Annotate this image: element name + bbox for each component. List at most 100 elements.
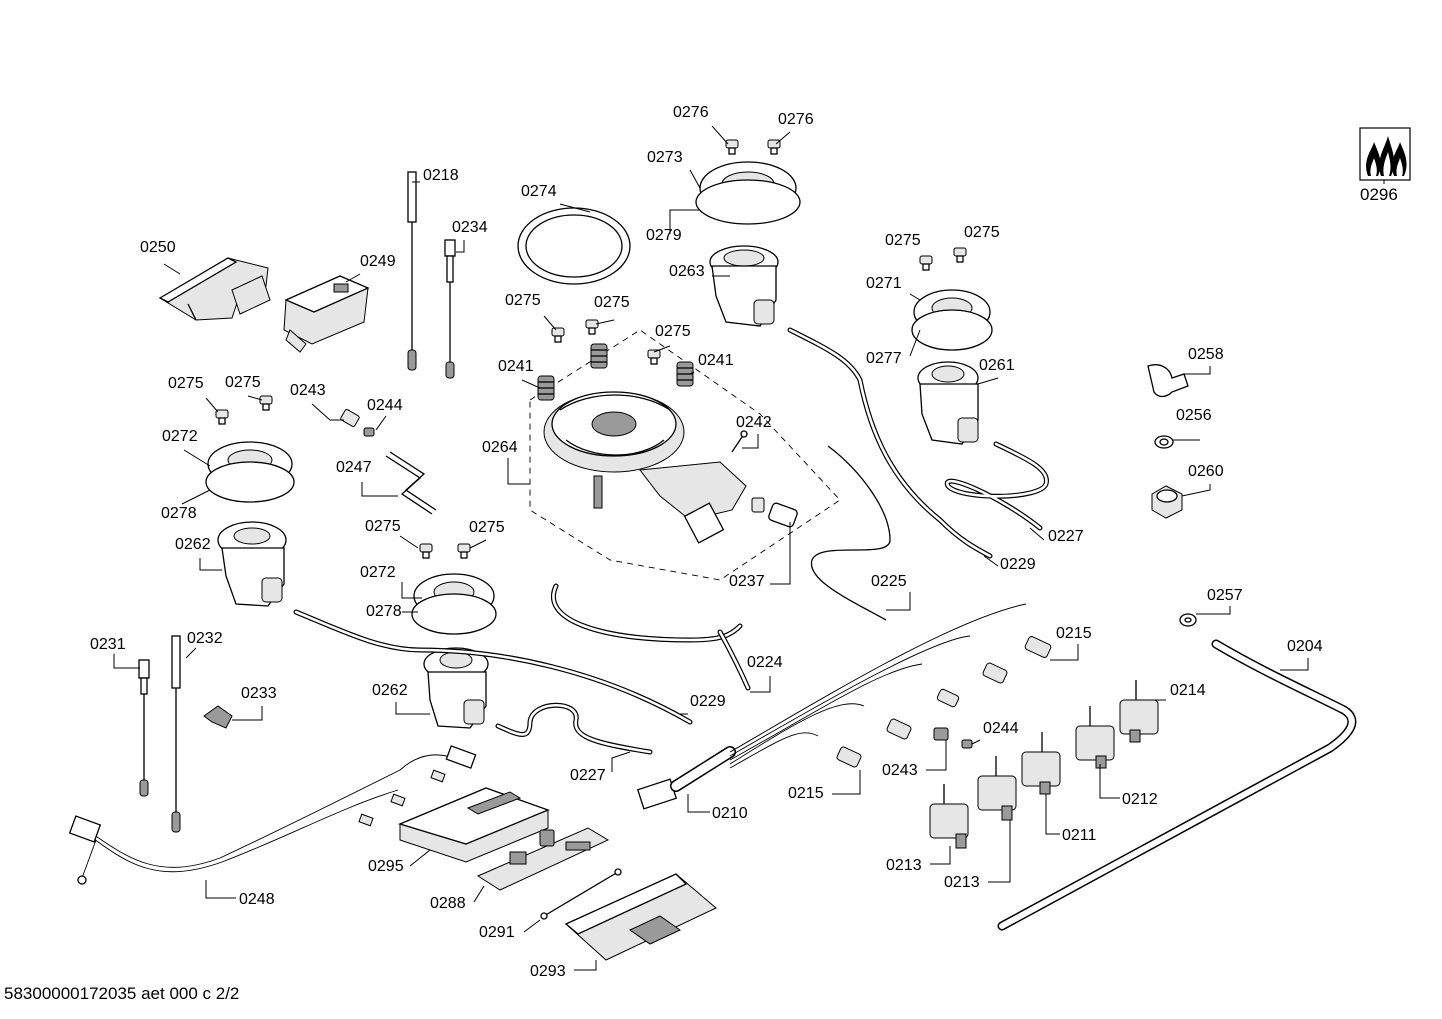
- callout-label: 0288: [430, 895, 466, 912]
- gas-valve-0214: [1119, 680, 1159, 743]
- callout-label: 0275: [365, 518, 401, 535]
- callout-label: 0257: [1207, 587, 1243, 604]
- callout-label: 0249: [360, 253, 396, 270]
- ignition-bracket-0250: [158, 257, 271, 321]
- burner-base-0263: [709, 245, 779, 327]
- pcb-housing-0293: [564, 873, 717, 961]
- callout-label: 0233: [241, 685, 277, 702]
- callout-label: 0275: [505, 292, 541, 309]
- callout-label: 0224: [747, 654, 783, 671]
- callout-label: 0272: [360, 564, 396, 581]
- callout-label: 0213: [886, 857, 922, 874]
- burner-cap-0272-left: [205, 441, 295, 503]
- callout-label: 0231: [90, 636, 126, 653]
- burner-support-ring-0274: [517, 207, 631, 285]
- callout-label: 0241: [698, 352, 734, 369]
- gas-tube-0227-right: [944, 441, 1049, 531]
- callout-label: 0275: [885, 232, 921, 249]
- wire-harness-0210: [636, 603, 1027, 810]
- callout-label: 0242: [736, 414, 772, 431]
- callout-label: 0241: [498, 358, 534, 375]
- callout-label: 0275: [655, 323, 691, 340]
- burner-cap-0273: [695, 161, 801, 225]
- callout-label: 0260: [1188, 463, 1224, 480]
- gas-tube-0225: [810, 445, 891, 621]
- callout-labels: 0276 0276 0273 0218 0274 0296 0234 0279 …: [90, 104, 1398, 980]
- callout-label: 0262: [372, 682, 408, 699]
- leader-lines: [113, 125, 1385, 971]
- callout-label: 0279: [646, 227, 682, 244]
- gas-tube-0229-bottom: [293, 609, 693, 725]
- burner-base-0262-left: [217, 521, 287, 607]
- gas-valve-0211: [1021, 732, 1061, 795]
- burner-cap-0272-center: [411, 573, 497, 635]
- callout-label: 0243: [882, 762, 918, 779]
- spring-0241-right: [676, 361, 694, 387]
- callout-label: 0256: [1176, 407, 1212, 424]
- gas-tube-0229-top: [787, 327, 993, 559]
- callout-label: 0262: [175, 536, 211, 553]
- callout-label: 0243: [290, 382, 326, 399]
- callout-label: 0218: [423, 167, 459, 184]
- gas-flames-icon: [1359, 127, 1411, 181]
- gas-supply-pipe-0204: [997, 639, 1357, 931]
- callout-label: 0232: [187, 630, 223, 647]
- callout-label: 0213: [944, 874, 980, 891]
- screw-0275-group: [215, 139, 967, 559]
- callout-label: 0296: [1360, 185, 1398, 204]
- callout-label: 0263: [669, 263, 705, 280]
- callout-label: 0214: [1170, 682, 1206, 699]
- callout-label: 0225: [871, 573, 907, 590]
- callout-label: 0234: [452, 219, 488, 236]
- callout-label: 0278: [161, 505, 197, 522]
- burner-base-0262-center: [423, 647, 489, 729]
- control-cover-0295: [398, 787, 550, 863]
- callout-label: 0293: [530, 963, 566, 980]
- gas-valve-0213-left: [929, 784, 969, 849]
- callout-label: 0250: [140, 239, 176, 256]
- callout-label: 0244: [983, 720, 1019, 737]
- callout-label: 0215: [1056, 625, 1092, 642]
- callout-label: 0215: [788, 785, 824, 802]
- callout-label: 0272: [162, 428, 198, 445]
- washer-0256: [1154, 435, 1174, 449]
- callout-label: 0229: [1000, 556, 1036, 573]
- ignition-electrode-0218: [407, 171, 417, 371]
- callout-label: 0211: [1062, 827, 1097, 844]
- gas-tube-0227-bottom: [495, 702, 653, 755]
- nozzles-0215-0243-0244: [836, 636, 1052, 768]
- gas-valve-0213-right: [977, 756, 1017, 821]
- nozzle-0244-upper: [363, 427, 375, 437]
- callout-label: 0261: [979, 357, 1015, 374]
- gas-valve-0212: [1075, 706, 1115, 769]
- callout-label: 0275: [594, 294, 630, 311]
- ignition-electrode-0232: [171, 635, 181, 833]
- callout-label: 0277: [866, 350, 902, 367]
- gas-tube-0224: [551, 583, 751, 691]
- callout-label: 0273: [647, 149, 683, 166]
- ground-wire-0291: [540, 868, 622, 920]
- callout-label: 0210: [712, 805, 748, 822]
- screw-0242: [731, 430, 748, 453]
- callout-label: 0248: [239, 891, 275, 908]
- callout-label: 0276: [778, 111, 814, 128]
- elbow-connector-0258: [1147, 364, 1189, 398]
- callout-label: 0275: [469, 519, 505, 536]
- wiring-loom-0248: [68, 745, 477, 885]
- callout-label: 0275: [964, 224, 1000, 241]
- thermocouple-0231: [138, 659, 150, 797]
- callout-label: 0291: [479, 924, 515, 941]
- clip-0247: [385, 451, 437, 515]
- thermocouple-0234: [444, 239, 456, 379]
- callout-label: 0278: [366, 603, 402, 620]
- callout-label: 0244: [367, 397, 403, 414]
- callout-label: 0276: [673, 104, 709, 121]
- callout-label: 0295: [368, 858, 404, 875]
- injector-0237: [751, 497, 798, 528]
- ignition-module-0249: [283, 275, 370, 353]
- burner-cap-0271: [911, 289, 993, 351]
- burner-base-0261: [917, 361, 979, 445]
- callout-label: 0204: [1287, 638, 1323, 655]
- callout-label: 0227: [1048, 528, 1084, 545]
